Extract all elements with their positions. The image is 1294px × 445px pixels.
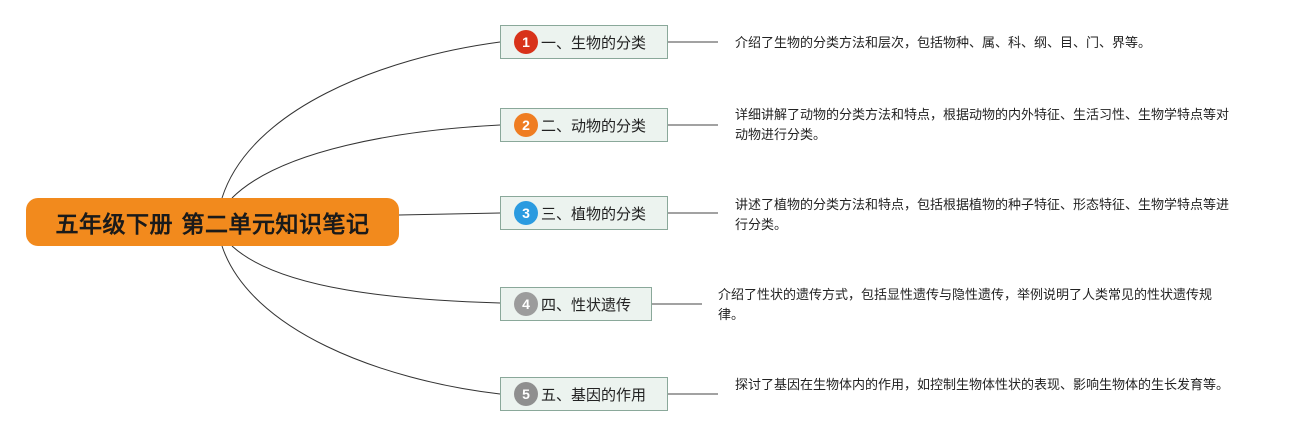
topic-3[interactable]: 3 三、植物的分类 <box>500 196 668 230</box>
branch-line-5 <box>221 245 501 395</box>
root-title: 五年级下册 第二单元知识笔记 <box>55 212 370 238</box>
topic-4[interactable]: 4 四、性状遗传 <box>500 287 652 321</box>
branch-line-3 <box>398 212 501 216</box>
number-badge-icon: 5 <box>514 382 538 406</box>
root-topic[interactable]: 五年级下册 第二单元知识笔记 <box>26 198 399 246</box>
number-badge-icon: 1 <box>514 30 538 54</box>
topic-1-description: 介绍了生物的分类方法和层次，包括物种、属、科、纲、目、门、界等。 <box>735 36 1152 51</box>
topic-5[interactable]: 5 五、基因的作用 <box>500 377 668 411</box>
number-badge-icon: 3 <box>514 201 538 225</box>
topic-label: 五、基因的作用 <box>541 385 647 404</box>
branch-line-2 <box>231 124 501 199</box>
topic-2-description: 详细讲解了动物的分类方法和特点，根据动物的内外特征、生活习性、生物学特点等对动物… <box>735 108 1230 143</box>
branch-line-4 <box>231 245 501 304</box>
number-badge-icon: 4 <box>514 292 538 316</box>
topic-1[interactable]: 1 一、生物的分类 <box>500 25 668 59</box>
topic-2[interactable]: 2 二、动物的分类 <box>500 108 668 142</box>
topic-4-description: 介绍了性状的遗传方式，包括显性遗传与隐性遗传，举例说明了人类常见的性状遗传规律。 <box>718 288 1213 323</box>
number-badge-icon: 2 <box>514 113 538 137</box>
topic-3-description: 讲述了植物的分类方法和特点，包括根据植物的种子特征、形态特征、生物学特点等进行分… <box>735 198 1230 233</box>
topic-label: 二、动物的分类 <box>541 116 647 135</box>
topic-label: 三、植物的分类 <box>541 204 647 223</box>
topic-label: 一、生物的分类 <box>541 33 647 52</box>
topic-label: 四、性状遗传 <box>541 295 632 314</box>
topic-5-description: 探讨了基因在生物体内的作用，如控制生物体性状的表现、影响生物体的生长发育等。 <box>735 378 1230 393</box>
branch-line-1 <box>221 41 501 199</box>
